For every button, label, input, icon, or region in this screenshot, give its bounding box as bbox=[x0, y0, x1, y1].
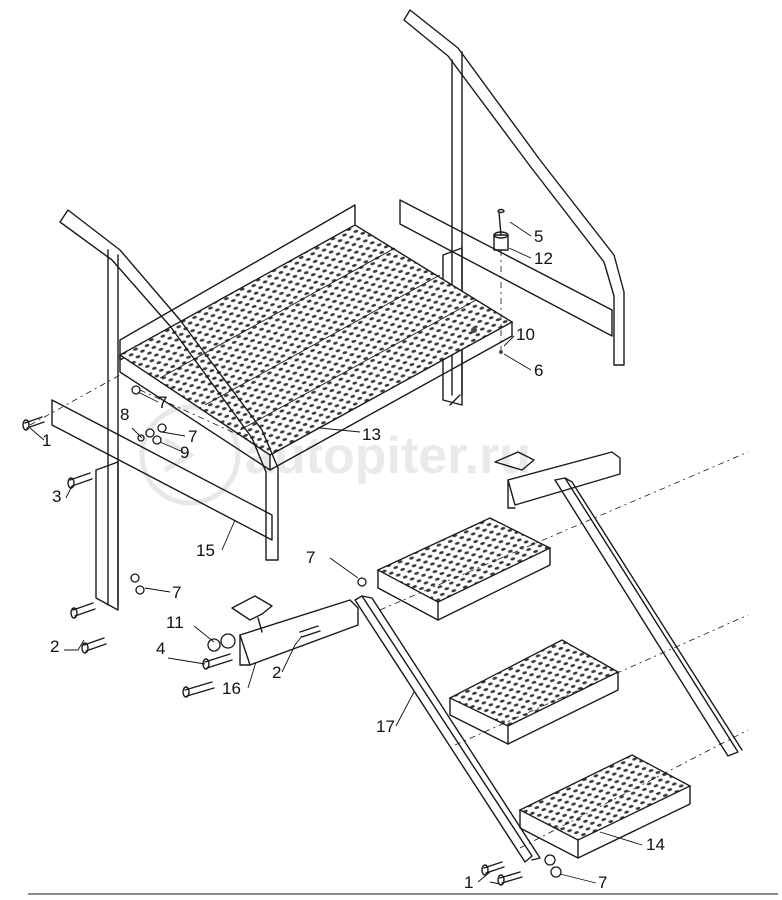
callout-5: 5 bbox=[534, 227, 543, 246]
stringer-bracket-left bbox=[182, 595, 359, 698]
stringer-bracket-right bbox=[494, 451, 621, 509]
callout-8: 8 bbox=[120, 405, 129, 424]
callout-4: 4 bbox=[156, 639, 165, 658]
callout-9: 9 bbox=[180, 443, 189, 462]
callout-11: 11 bbox=[166, 613, 184, 632]
callout-1a: 1 bbox=[42, 431, 51, 450]
callout-2a: 2 bbox=[50, 637, 59, 656]
bottom-fasteners bbox=[357, 577, 562, 886]
left-bolts bbox=[22, 416, 145, 654]
stair-treads bbox=[376, 451, 749, 859]
callout-labels: 1 1 2 2 3 4 5 6 7 7 7 7 7 8 9 10 11 12 1… bbox=[42, 227, 665, 892]
callout-14: 14 bbox=[646, 835, 665, 854]
stringers bbox=[354, 477, 743, 863]
callout-7c: 7 bbox=[172, 583, 181, 602]
callout-7b: 7 bbox=[188, 427, 197, 446]
callout-1b: 1 bbox=[464, 873, 473, 892]
platform-fittings bbox=[29, 208, 509, 445]
callout-10: 10 bbox=[516, 325, 535, 344]
callout-2b: 2 bbox=[272, 663, 281, 682]
platform-grating bbox=[118, 204, 514, 471]
callout-3: 3 bbox=[52, 487, 61, 506]
watermark: autopiter.ru bbox=[139, 404, 531, 506]
callout-12: 12 bbox=[534, 249, 553, 268]
left-handrail bbox=[51, 209, 279, 611]
callout-15: 15 bbox=[196, 541, 215, 560]
callout-6: 6 bbox=[534, 361, 543, 380]
callout-7d: 7 bbox=[306, 548, 315, 567]
callout-7e: 7 bbox=[598, 873, 607, 892]
callout-leaders bbox=[29, 221, 643, 885]
callout-16: 16 bbox=[222, 679, 241, 698]
callout-17: 17 bbox=[376, 717, 395, 736]
callout-13: 13 bbox=[362, 425, 381, 444]
callout-7a: 7 bbox=[158, 393, 167, 412]
